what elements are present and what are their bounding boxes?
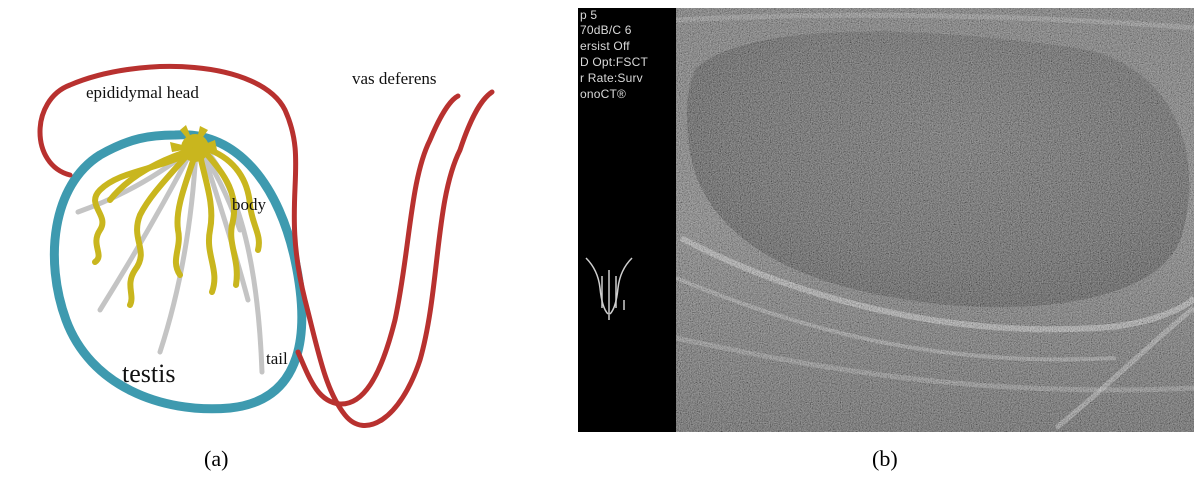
ultrasound-panel-b: p 5 70dB/C 6 ersist Off D Opt:FSCT r Rat… xyxy=(578,8,1194,432)
label-testis: testis xyxy=(122,359,175,388)
label-body: body xyxy=(232,195,267,214)
probe-orientation-icon xyxy=(578,8,676,432)
ultrasound-scan-image xyxy=(676,8,1194,432)
diagram-panel-a: epididymal head vas deferens body tail t… xyxy=(0,0,560,440)
label-vas-deferens: vas deferens xyxy=(352,69,437,88)
label-epididymal-head: epididymal head xyxy=(86,83,199,102)
epididymis-testis-diagram: epididymal head vas deferens body tail t… xyxy=(0,0,560,440)
label-tail: tail xyxy=(266,349,288,368)
caption-b: (b) xyxy=(872,446,898,472)
ultrasound-info-sidebar: p 5 70dB/C 6 ersist Off D Opt:FSCT r Rat… xyxy=(578,8,676,432)
caption-a: (a) xyxy=(204,446,228,472)
